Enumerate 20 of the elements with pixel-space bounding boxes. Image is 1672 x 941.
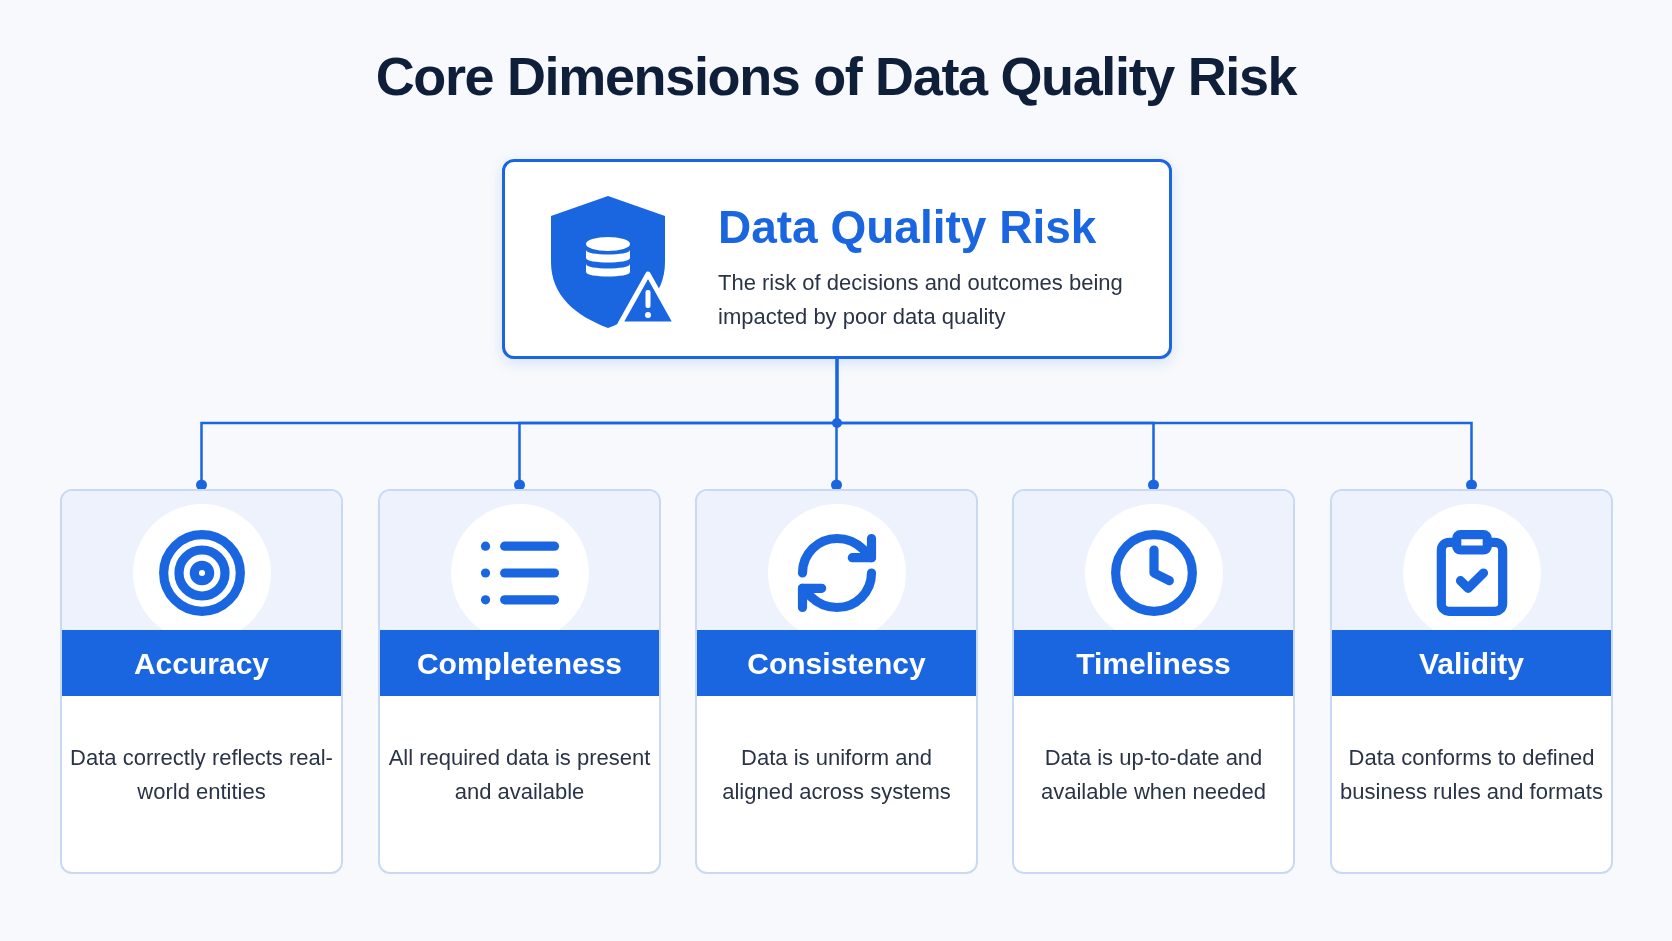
dimension-card — [695, 489, 978, 874]
card-description: Data is uniform and aligned across systems — [721, 744, 952, 806]
dimension-card — [1330, 489, 1613, 874]
card-title: Completeness — [416, 645, 623, 682]
connector-line — [835, 359, 1477, 491]
dimension-card — [378, 489, 661, 874]
card-description: Data is up-to-date and available when needed — [1039, 744, 1268, 806]
diagram-title: Core Dimensions of Data Quality Risk — [375, 45, 1297, 108]
card-description: Data correctly reflects real-world entities — [70, 744, 333, 806]
dimension-card — [1012, 489, 1295, 874]
dimension-card — [60, 489, 343, 874]
card-title: Accuracy — [133, 645, 270, 682]
box-description: The risk of decisions and outcomes being impacted by poor data quality — [718, 269, 1124, 331]
card-title: Consistency — [747, 645, 926, 682]
card-title: Timeliness — [1076, 645, 1231, 682]
card-description: Data conforms to defined business rules and formats — [1340, 744, 1603, 806]
card-description: All required data is present and available — [388, 744, 651, 806]
box-heading: Data Quality Risk — [718, 200, 1098, 254]
summary-box — [502, 159, 1172, 359]
card-title: Validity — [1418, 645, 1524, 682]
